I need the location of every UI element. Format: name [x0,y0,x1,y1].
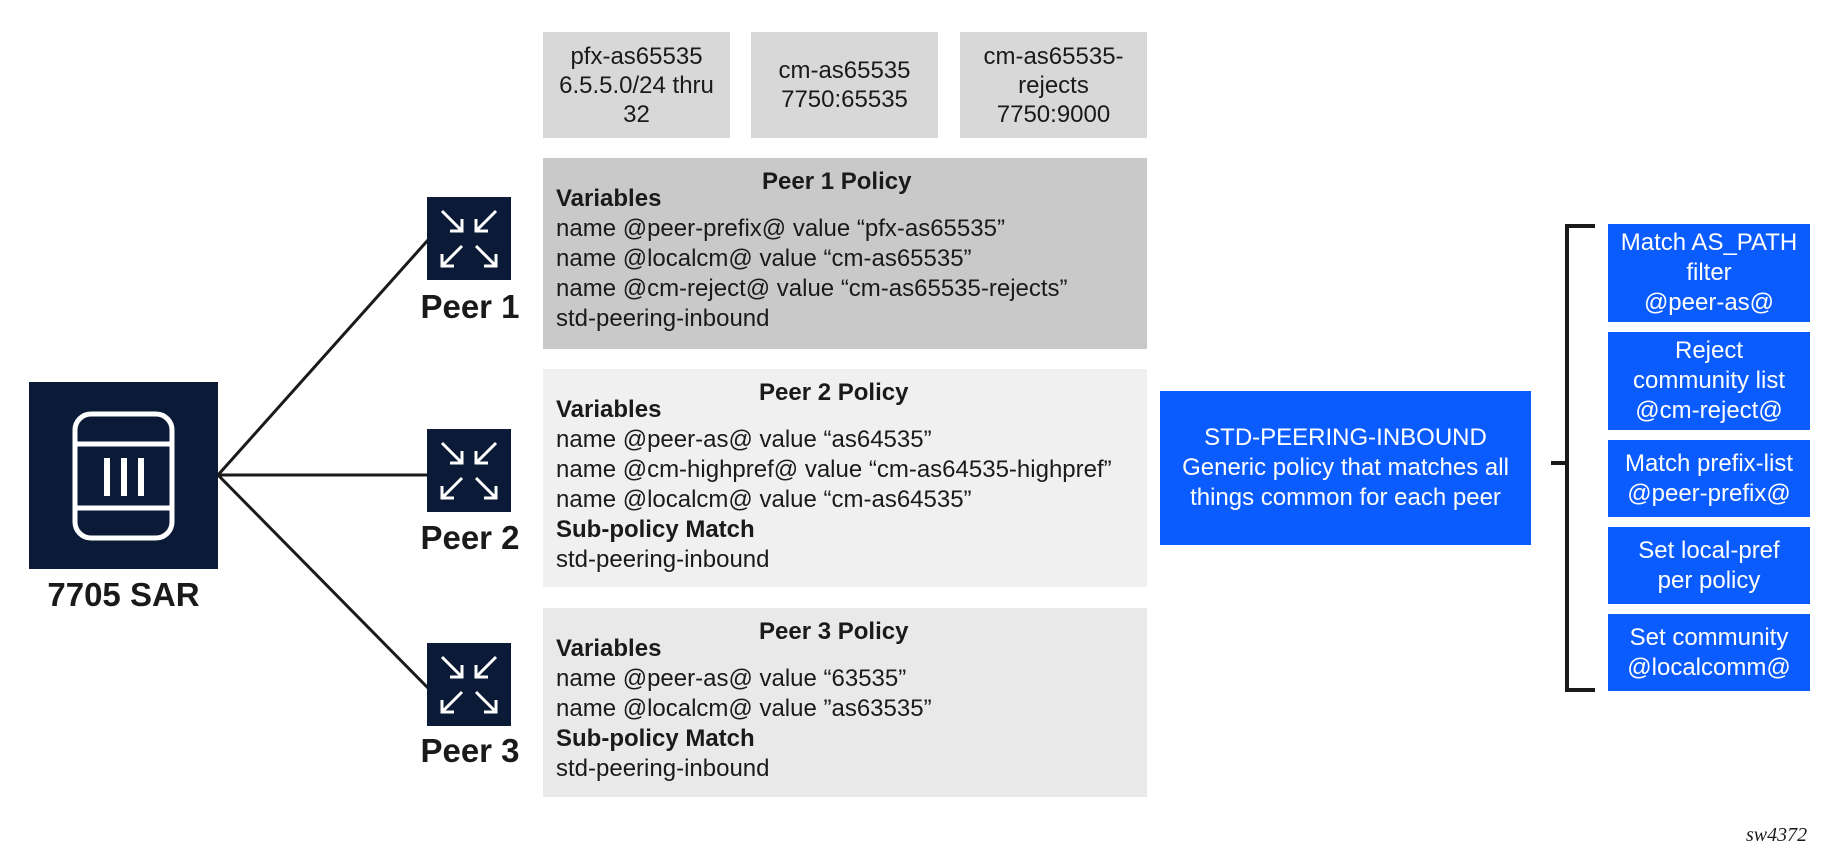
peer1-variable-line: name @cm-reject@ value “cm-as65535-rejec… [556,275,1068,302]
action-set-community: Set community@localcomm@ [1608,614,1810,691]
std-peering-title: STD-PEERING-INBOUND [1204,424,1487,451]
link-router-peer3 [216,473,430,690]
action-match-prefix-list: Match prefix-list@peer-prefix@ [1608,440,1810,517]
peer3-variable-line: name @localcm@ value ”as63535” [556,695,932,722]
peer1-policy-box: Peer 1 Policy Variables name @peer-prefi… [543,158,1147,349]
peer2-variable-line: name @cm-highpref@ value “cm-as64535-hig… [556,456,1112,483]
peer2-policy-footer: std-peering-inbound [556,546,770,573]
action-bracket [1565,224,1595,692]
peer3-policy-footer: std-peering-inbound [556,755,770,782]
peer2-variables-label: Variables [556,396,662,423]
reject-community-value: 7750:9000 [996,100,1111,128]
community-value: 7750:65535 [781,86,908,113]
prefix-list-range-end: 32 [623,100,650,128]
peer1-variable-line: name @localcm@ value “cm-as65535” [556,245,972,272]
peer3-variables-label: Variables [556,635,662,662]
peer1-policy-title: Peer 1 Policy [762,168,912,195]
link-router-peer1 [216,239,430,476]
std-peering-desc: things common for each peer [1190,484,1501,511]
figure-id: sw4372 [1746,824,1808,846]
peer1-label: Peer 1 [420,288,520,325]
std-peering-inbound-box: STD-PEERING-INBOUND Generic policy that … [1160,391,1531,545]
peer2-policy-title: Peer 2 Policy [759,379,909,406]
prefix-list-range: 6.5.5.0/24 thru [559,71,714,99]
router-icon [29,382,218,569]
peer1-router-icon [427,197,511,280]
peer2-policy-box: Peer 2 Policy Variables name @peer-as@ v… [543,369,1147,587]
std-peering-desc: Generic policy that matches all [1182,454,1509,481]
peer1-variable-line: name @peer-prefix@ value “pfx-as65535” [556,215,1005,242]
peer2-variable-line: name @peer-as@ value “as64535” [556,426,932,453]
peer2-router-icon [427,429,511,512]
peer3-policy-title: Peer 3 Policy [759,618,909,645]
router-label: 7705 SAR [47,576,200,613]
peer3-label: Peer 3 [420,732,520,769]
peer1-policy-footer: std-peering-inbound [556,305,770,332]
peer2-variable-line: name @localcm@ value “cm-as64535” [556,486,972,513]
peer3-policy-box: Peer 3 Policy Variables name @peer-as@ v… [543,608,1147,797]
reject-community-name: cm-as65535- [983,42,1124,70]
peer3-router-icon [427,643,511,726]
peer2-label: Peer 2 [420,519,520,556]
peer1-variables-label: Variables [556,185,662,212]
prefix-list-name: pfx-as65535 [570,42,703,70]
peer3-submatch-label: Sub-policy Match [556,725,755,752]
community-name: cm-as65535 [778,57,911,84]
peer2-submatch-label: Sub-policy Match [556,516,755,543]
reject-community-name-cont: rejects [1018,71,1089,99]
peer3-variable-line: name @peer-as@ value “63535” [556,665,907,692]
